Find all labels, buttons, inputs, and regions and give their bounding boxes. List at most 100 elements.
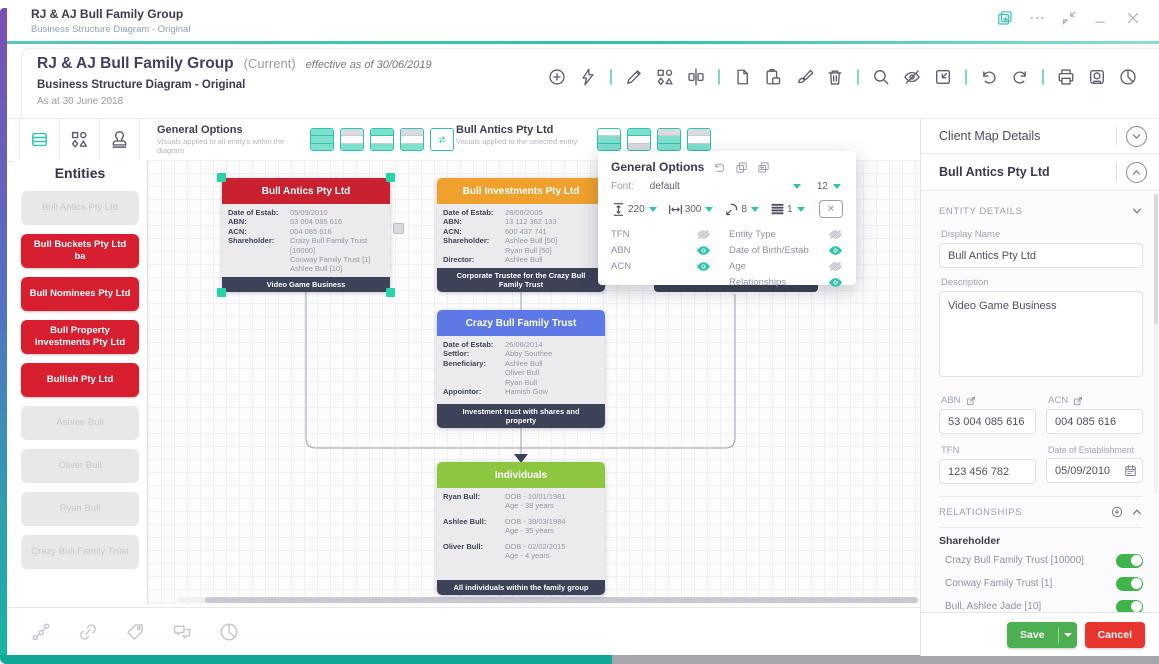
- entity-list-item[interactable]: Bull Antics Pty Ltd: [21, 191, 139, 225]
- more-icon[interactable]: [1029, 10, 1045, 26]
- tag-icon[interactable]: [125, 622, 145, 642]
- ribbon-tab-entity-card[interactable]: [19, 119, 60, 161]
- entity-list-item[interactable]: Ashlee Bull: [21, 406, 139, 440]
- popout-icon[interactable]: [997, 10, 1013, 26]
- display-name-field[interactable]: [939, 243, 1143, 268]
- date-of-establishment-field[interactable]: [1046, 458, 1143, 483]
- abn-lookup-icon[interactable]: [966, 396, 976, 406]
- font-size-value[interactable]: 12: [816, 181, 828, 192]
- card-style-button[interactable]: [400, 128, 424, 151]
- card-style-button[interactable]: [657, 128, 681, 151]
- paste-icon[interactable]: [764, 68, 782, 86]
- card-style-button[interactable]: [370, 128, 394, 151]
- entity-collapse-button[interactable]: [1126, 161, 1147, 183]
- relationship-toggle[interactable]: [1116, 599, 1143, 612]
- pencil-icon[interactable]: [625, 68, 643, 86]
- redo-icon[interactable]: [1011, 68, 1029, 86]
- card-style-button[interactable]: [340, 128, 364, 151]
- save-button[interactable]: Save: [1007, 621, 1077, 648]
- eye-visible-icon[interactable]: [828, 277, 843, 288]
- card-style-button[interactable]: [310, 128, 334, 151]
- dimension-caret[interactable]: [796, 206, 805, 212]
- eye-visible-icon[interactable]: [696, 245, 711, 256]
- brush-icon[interactable]: [795, 68, 813, 86]
- dimension-value[interactable]: 8: [741, 203, 747, 215]
- font-value[interactable]: default: [649, 181, 680, 192]
- search-icon[interactable]: [872, 68, 890, 86]
- undo-icon[interactable]: [980, 68, 998, 86]
- card-style-button[interactable]: [597, 128, 621, 151]
- abn-field[interactable]: [939, 409, 1036, 434]
- entity-list-item[interactable]: Bull Buckets Pty Ltd ba: [21, 234, 139, 268]
- trash-icon[interactable]: [826, 68, 844, 86]
- entity-list-item[interactable]: Oliver Bull: [21, 449, 139, 483]
- collapse-icon[interactable]: [1061, 10, 1077, 26]
- flash-icon[interactable]: [579, 68, 597, 86]
- eye-hidden-icon[interactable]: [828, 229, 843, 240]
- entity-list-item[interactable]: Bullish Pty Ltd: [21, 363, 139, 397]
- font-dropdown-caret[interactable]: [792, 184, 801, 189]
- canvas-hscrollbar-thumb[interactable]: [205, 597, 918, 603]
- eye-hidden-icon[interactable]: [696, 229, 711, 240]
- dimension-caret[interactable]: [648, 206, 657, 212]
- selection-handle[interactable]: [386, 288, 395, 297]
- ribbon-tab-stamp[interactable]: [99, 119, 140, 161]
- tfn-field[interactable]: [939, 459, 1036, 484]
- resize-side-handle[interactable]: [393, 223, 404, 234]
- relationship-toggle[interactable]: [1116, 553, 1143, 568]
- eye-hidden-icon[interactable]: [828, 261, 843, 272]
- dimension-value[interactable]: 1: [786, 203, 793, 215]
- dimension-caret[interactable]: [750, 206, 759, 212]
- dimension-caret[interactable]: [705, 206, 714, 212]
- popup-close-button[interactable]: ✕: [819, 200, 843, 218]
- description-field[interactable]: Video Game Business: [939, 291, 1143, 377]
- card-style-button[interactable]: [627, 128, 651, 151]
- panel-scrollbar[interactable]: [1154, 194, 1158, 494]
- entity-list-item[interactable]: Crazy Bull Family Trust: [21, 535, 139, 569]
- duplicate-icon[interactable]: [735, 161, 748, 174]
- entity-list-item[interactable]: Bull Nominees Pty Ltd: [21, 277, 139, 311]
- resize-style-button[interactable]: [430, 128, 454, 151]
- pie-chart-icon[interactable]: [1119, 68, 1137, 86]
- font-size-caret[interactable]: [833, 184, 841, 189]
- print-icon[interactable]: [1057, 68, 1075, 86]
- calendar-icon[interactable]: [1124, 464, 1137, 477]
- eye-visible-icon[interactable]: [828, 245, 843, 256]
- entity-list-item[interactable]: Ryan Bull: [21, 492, 139, 526]
- acn-field[interactable]: [1046, 409, 1143, 434]
- ribbon-tab-shapes-tab[interactable]: [59, 119, 100, 161]
- comments-icon[interactable]: [172, 622, 192, 642]
- copy-icon[interactable]: [733, 68, 751, 86]
- close-icon[interactable]: [1125, 10, 1141, 26]
- undo-icon[interactable]: [713, 161, 726, 174]
- acn-lookup-icon[interactable]: [1073, 396, 1083, 406]
- pie-clock-icon[interactable]: [219, 622, 239, 642]
- link-icon[interactable]: [78, 622, 98, 642]
- eye-off-icon[interactable]: [903, 68, 921, 86]
- eye-visible-icon[interactable]: [696, 261, 711, 272]
- fit-screen-icon[interactable]: [934, 68, 952, 86]
- canvas-hscrollbar[interactable]: [178, 597, 918, 603]
- relationship-toggle[interactable]: [1116, 576, 1143, 591]
- distribute-icon[interactable]: [687, 68, 705, 86]
- selection-handle[interactable]: [217, 288, 226, 297]
- section-collapse-icon[interactable]: [1131, 205, 1143, 217]
- node-graph-icon[interactable]: [31, 622, 51, 642]
- card-style-button[interactable]: [687, 128, 711, 151]
- save-dropdown-caret[interactable]: [1059, 632, 1077, 637]
- paste-style-icon[interactable]: [757, 161, 770, 174]
- selection-handle[interactable]: [217, 173, 226, 182]
- minimize-icon[interactable]: [1093, 10, 1109, 26]
- selection-handle[interactable]: [386, 173, 395, 182]
- relationships-history-icon[interactable]: [1111, 506, 1123, 518]
- dimension-value[interactable]: 300: [684, 203, 702, 215]
- client-map-expand-button[interactable]: [1126, 125, 1147, 147]
- add-circle-icon[interactable]: [548, 68, 566, 86]
- shapes-icon[interactable]: [656, 68, 674, 86]
- relationships-collapse-icon[interactable]: [1131, 506, 1143, 518]
- cancel-button[interactable]: Cancel: [1084, 621, 1145, 648]
